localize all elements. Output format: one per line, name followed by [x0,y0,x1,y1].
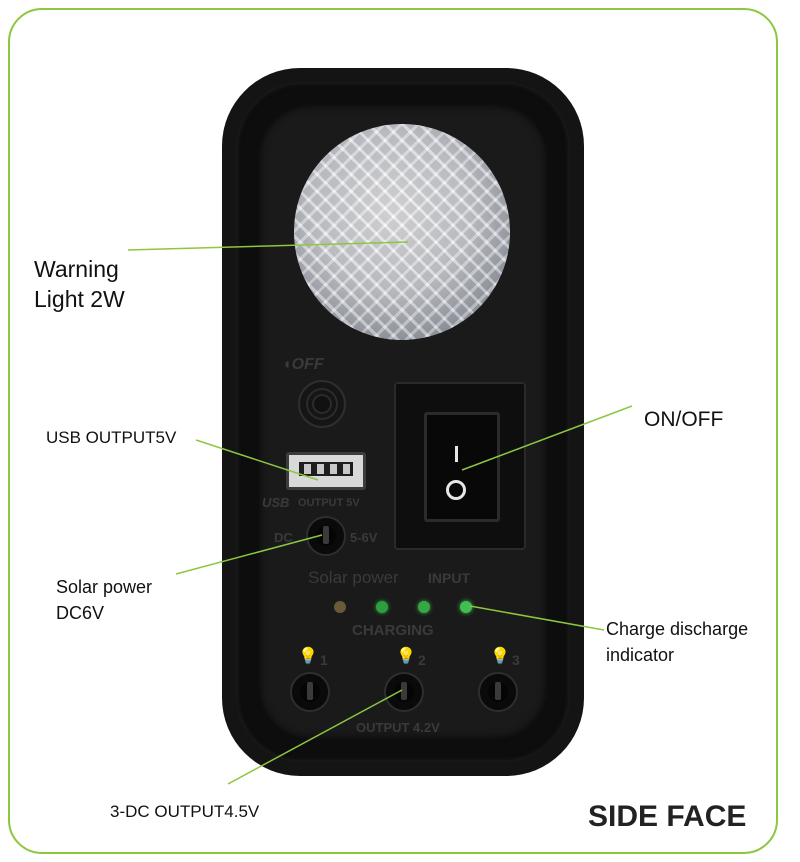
callout-dc-output: 3-DC OUTPUT4.5V [110,802,260,821]
dc-output-jack-3[interactable] [478,672,518,712]
leader-line-charge [469,605,605,631]
dc-voltage-label: 5-6V [350,530,378,545]
lens-pattern [294,124,510,340]
usb-port-tongue [299,462,353,476]
indicator-led-4 [460,601,472,613]
port-number-1: 1 [320,652,328,668]
output-device-label: OUTPUT 4.2V [356,720,440,735]
bulb-icon: 💡 [490,646,510,665]
indicator-led-3 [418,601,430,613]
callout-solar-line1: Solar power [56,577,153,597]
leader-line-solar [175,534,323,575]
callout-warning-light-line2: Light 2W [34,286,125,312]
indicator-led-2 [376,601,388,613]
rocker-switch[interactable] [424,412,500,522]
dc-output-jack-2[interactable] [384,672,424,712]
callout-charge-indicator: Charge discharge indicator [606,616,748,668]
callout-solar-line2: DC6V [56,603,105,623]
usb-pin [317,464,324,474]
callout-charge-line1: Charge discharge [606,619,749,639]
callout-on-off: ON/OFF [644,408,724,431]
bulb-icon: 💡 [298,646,318,665]
callout-warning-light: Warning Light 2W [34,254,125,314]
callout-usb-output: USB OUTPUT5V [46,428,177,447]
callout-solar-power: Solar power DC6V [56,574,152,626]
leader-line-dc-output [227,689,403,785]
lamp-off-label: ◖OFF [282,356,324,374]
charging-label: CHARGING [352,622,434,639]
usb-device-label: USB [262,495,290,510]
usb-port[interactable] [286,452,366,490]
port-number-3: 3 [512,652,520,668]
lamp-push-button[interactable] [298,380,346,428]
callout-warning-light-line1: Warning [34,256,119,282]
lamp-icon: ◖ [282,356,292,373]
indicator-led-1 [334,601,346,613]
leader-line-warning-light [127,241,409,251]
caption-side-face: SIDE FACE [588,800,747,833]
usb-pin [330,464,337,474]
warning-light-lens [294,124,510,340]
usb-pin [304,464,311,474]
lamp-off-text: OFF [291,356,324,373]
solar-input-jack[interactable] [306,516,346,556]
input-label: INPUT [428,570,470,586]
off-symbol-icon [446,480,466,500]
border-frame [8,8,778,854]
leader-line-on-off [461,405,633,471]
port-number-2: 2 [418,652,426,668]
usb-output-device-label: OUTPUT 5V [298,497,360,509]
solar-power-label: Solar power [308,568,399,587]
on-symbol-icon [455,446,458,462]
callout-charge-line2: indicator [606,645,675,665]
bulb-icon: 💡 [396,646,416,665]
usb-pin [343,464,350,474]
dc-output-jack-1[interactable] [290,672,330,712]
leader-line-usb [195,439,319,481]
dc-device-label: DC [274,530,293,545]
